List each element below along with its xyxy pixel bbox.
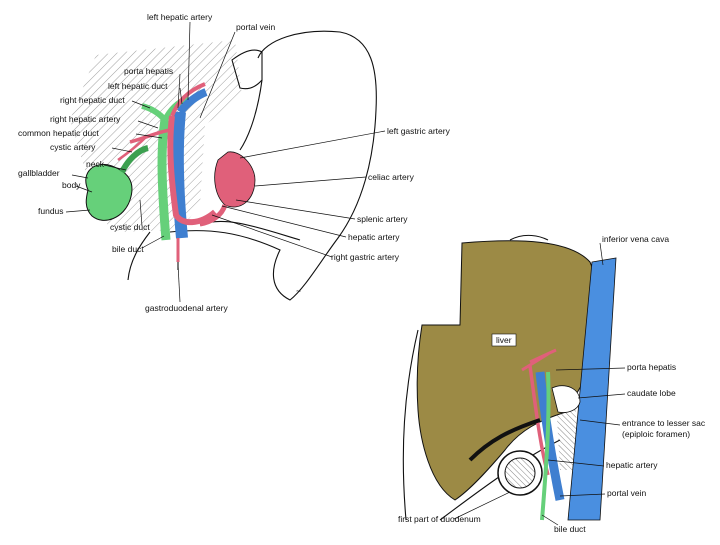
label-right-hepatic-artery: right hepatic artery [50,114,121,124]
label-fundus: fundus [38,206,64,216]
liver-shape [416,240,600,501]
label-hepatic-artery-lower: hepatic artery [606,460,658,470]
signature-mark: ~ [296,286,301,296]
label-portal-vein-upper: portal vein [236,22,275,32]
label-celiac-artery: celiac artery [368,172,415,182]
label-right-gastric-artery: right gastric artery [331,252,400,262]
portal-vein-shape [171,111,188,239]
lower-bile-duct-shape [540,371,551,521]
label-porta-hepatis-lower: porta hepatis [627,362,676,372]
label-cystic-duct: cystic duct [110,222,150,232]
label-entrance-lesser-sac: entrance to lesser sac [622,418,706,428]
gallbladder-shape [85,164,133,221]
label-left-hepatic-duct: left hepatic duct [108,81,168,91]
label-liver: liver [496,335,512,345]
hepatic-artery-shape [167,115,217,226]
liver-outline-left [402,329,419,521]
label-body: body [62,180,81,190]
upper-leader-lines [65,21,386,303]
label-inferior-vena-cava: inferior vena cava [602,234,669,244]
portal-vein-branch [176,88,208,115]
left-hepatic-artery-shape [170,82,206,117]
lower-curve [199,220,301,241]
upper-diagram: ~ left hepatic artery portal v [18,12,451,313]
celiac-trunk-shape [214,151,256,208]
label-splenic-artery: splenic artery [357,214,408,224]
top-curl [509,234,549,241]
gallbladder-neck [119,145,149,174]
label-right-hepatic-duct: right hepatic duct [60,95,125,105]
right-hepatic-artery-shape [129,128,171,144]
porta-branches [521,348,557,372]
duodenum-lumen [504,457,536,489]
label-neck: neck [86,159,105,169]
liver-label-box [491,333,517,347]
label-first-part-duodenum: first part of duodenum [398,514,481,524]
cystic-artery-shape [117,137,146,162]
label-common-hepatic-duct: common hepatic duct [18,128,99,138]
caudate-lobe-shape [551,385,581,413]
label-gastroduodenal-artery: gastroduodenal artery [145,303,228,313]
label-left-hepatic-artery: left hepatic artery [147,12,213,22]
common-bile-duct [157,119,171,241]
label-gallbladder: gallbladder [18,168,60,178]
label-portal-vein-lower: portal vein [607,488,646,498]
label-hepatic-artery-upper: hepatic artery [348,232,400,242]
inferior-vena-cava-shape [567,257,617,521]
label-bile-duct-upper: bile duct [112,244,144,254]
peritoneal-fold [468,418,541,462]
label-left-gastric-artery: left gastric artery [387,126,451,136]
label-caudate-lobe: caudate lobe [627,388,676,398]
label-epiploic-foramen: (epiploic foramen) [622,429,690,439]
lower-diagram: liver inferior vena cava porta hepatis c… [398,234,706,534]
lower-leader-lines [453,242,626,526]
label-porta-hepatis-upper: porta hepatis [124,66,173,76]
right-hepatic-duct-shape [141,103,168,123]
splenic-artery-shape [199,204,228,227]
label-cystic-artery: cystic artery [50,142,96,152]
stomach-lesser-curve [239,79,263,151]
label-bile-duct-lower: bile duct [554,524,586,534]
duodenum-outline [127,231,179,281]
stomach-outline [169,30,377,301]
